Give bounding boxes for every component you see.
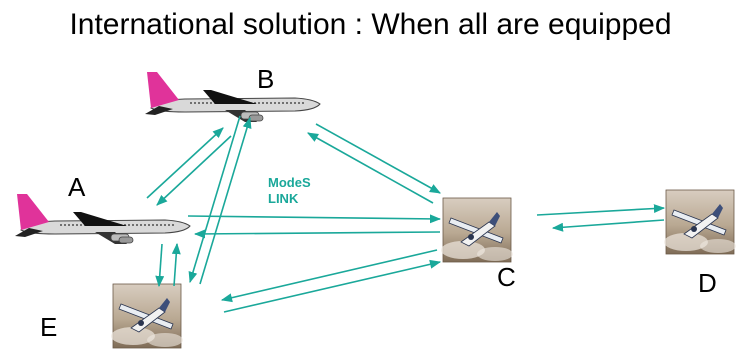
arrow-icon [220,249,438,303]
arrow-icon [156,135,232,206]
diagram-title: International solution : When all are eq… [69,8,672,41]
node-label-d: D [698,268,717,298]
arrow-icon [307,132,434,204]
arrow-icon [315,123,441,194]
arrow-icon [223,259,442,313]
airliner-icon [144,71,321,123]
node-label-e: E [40,312,57,342]
arrow-icon [187,214,442,224]
node-label-b: B [257,64,274,94]
arrow-icon [551,219,665,232]
light-aircraft-icon [110,283,184,349]
aircraft-a [14,193,191,245]
arrow-icon [146,127,224,199]
arrow-icon [188,115,241,284]
node-label-a: A [68,172,86,202]
arrow-icon [536,204,666,216]
link-label-line2: LINK [268,191,299,206]
light-aircraft-icon [440,197,514,263]
airliner-icon [14,193,191,245]
aircraft-e [110,283,184,349]
aircraft-d [663,189,737,255]
node-label-c: C [497,262,516,292]
arrow-icon [199,116,252,285]
aircraft-c [440,197,514,263]
arrow-icon [171,242,181,287]
light-aircraft-icon [663,189,737,255]
aircraft-b [144,71,321,123]
arrow-icon [193,229,441,239]
link-label-line1: ModeS [268,175,311,190]
arrow-icon [155,243,165,288]
